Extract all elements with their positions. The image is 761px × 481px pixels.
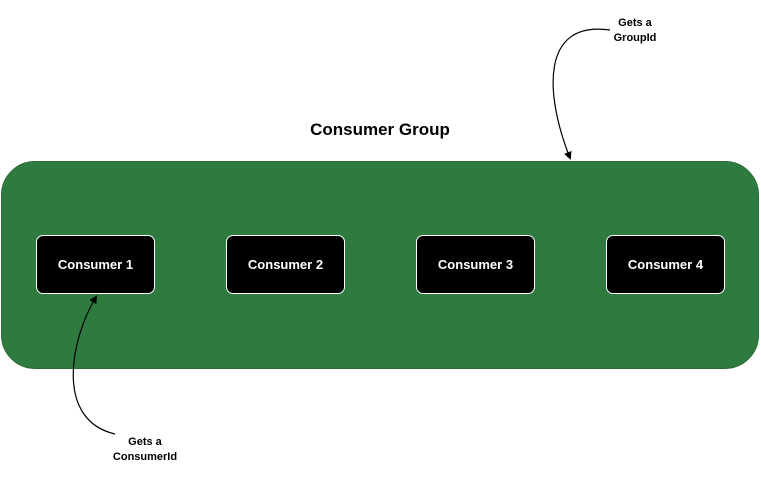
diagram-title: Consumer Group: [310, 120, 450, 139]
consumer-id-arrow: [72, 295, 116, 435]
group-id-annotation: Gets a GroupId: [613, 17, 657, 44]
consumer-node-2: Consumer 2: [226, 235, 345, 294]
consumer-node-4: Consumer 4: [606, 235, 725, 294]
consumer-node-3: Consumer 3: [416, 235, 535, 294]
consumer-node-1: Consumer 1: [36, 235, 155, 294]
group-id-arrow: [552, 28, 611, 160]
consumer-id-annotation: Gets a ConsumerId: [112, 436, 178, 463]
